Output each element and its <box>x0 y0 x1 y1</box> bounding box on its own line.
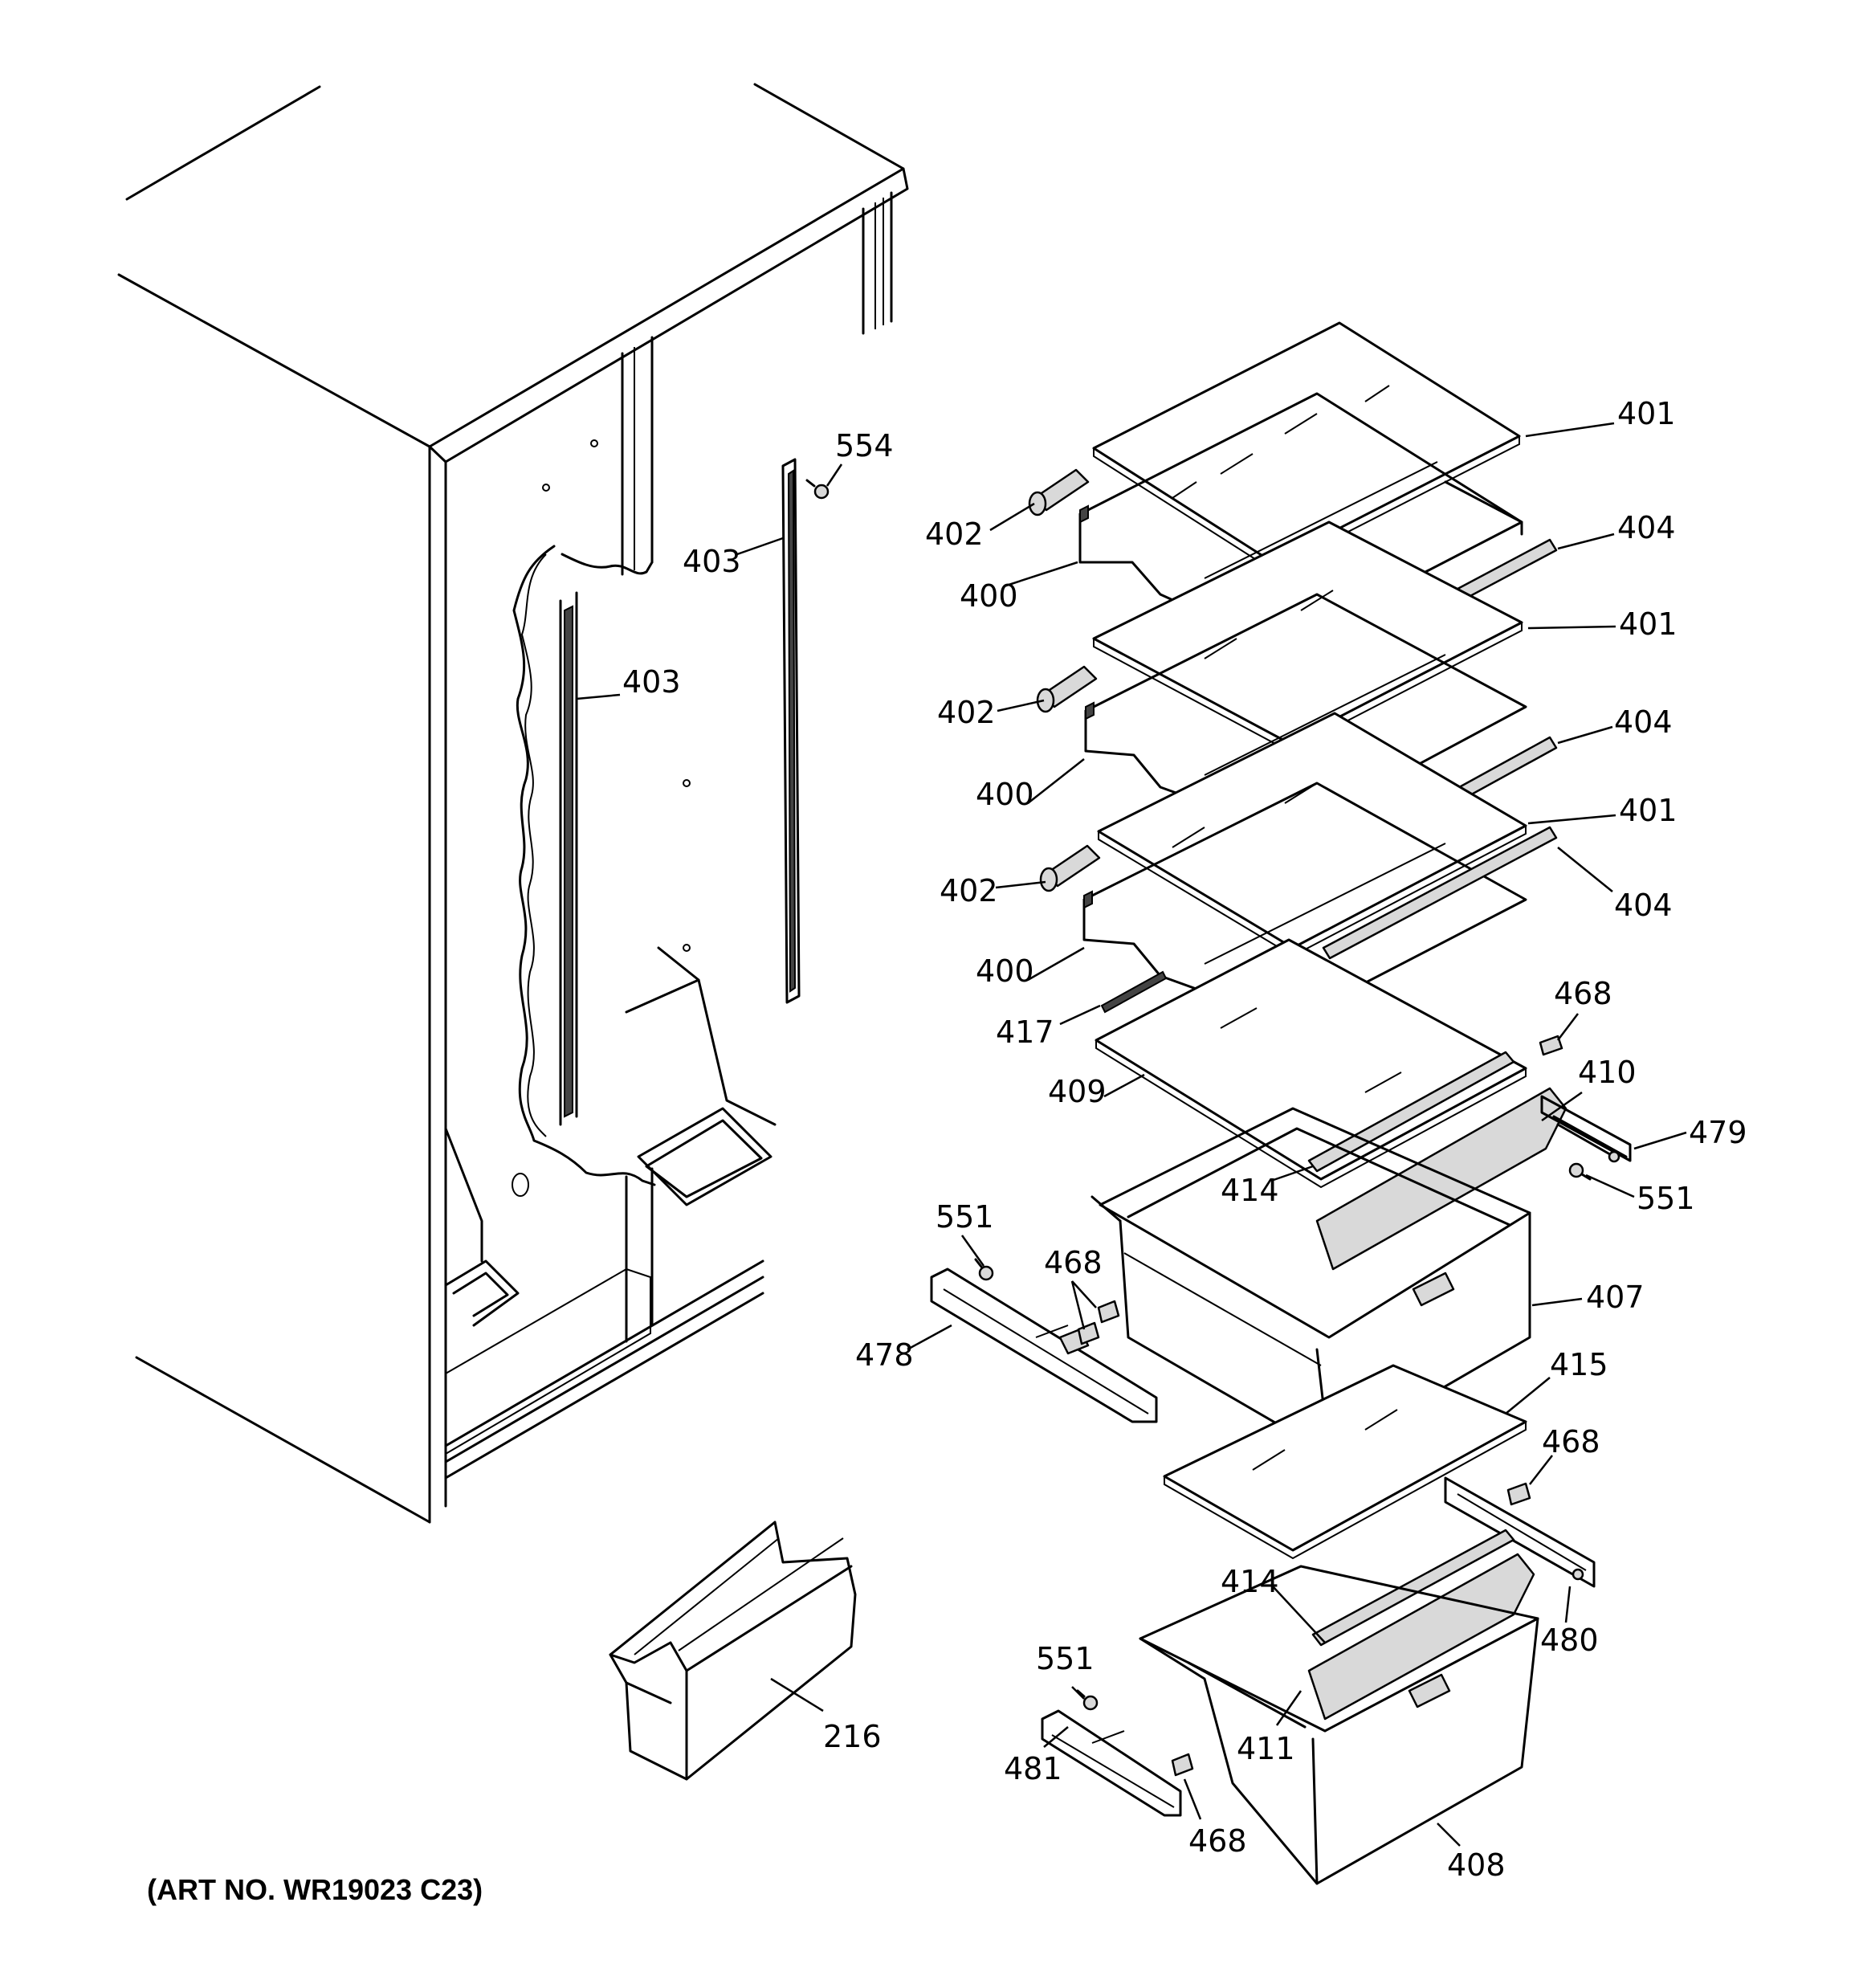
label-479: 479 <box>1689 1115 1747 1150</box>
label-468-lower-left: 468 <box>1188 1823 1247 1859</box>
label-400-bottom: 400 <box>976 953 1034 989</box>
crisper-rail-414-lower <box>1311 1529 1515 1647</box>
crisper-rail-414-upper <box>1307 1051 1515 1173</box>
drawer-slide-479 <box>1540 1095 1632 1163</box>
label-551-left: 551 <box>936 1199 994 1235</box>
screw-551-right <box>1568 1162 1592 1181</box>
shelf-rail-403 <box>781 458 801 1004</box>
door-bin-216 <box>609 1521 857 1781</box>
drawer-slide-480 <box>1444 1476 1596 1588</box>
refrigerator-cabinet <box>117 83 909 1524</box>
clip-468-lower-right <box>1506 1482 1531 1506</box>
shelf-support-402-middle <box>1036 665 1098 713</box>
crisper-cover-415 <box>1163 1364 1527 1560</box>
label-554: 554 <box>835 428 894 463</box>
clip-468-lower-left <box>1171 1753 1194 1777</box>
label-411: 411 <box>1237 1731 1295 1766</box>
label-400-middle: 400 <box>976 777 1034 812</box>
label-468-upper: 468 <box>1554 976 1612 1011</box>
label-408: 408 <box>1447 1847 1506 1883</box>
label-402-middle: 402 <box>937 695 996 730</box>
label-415: 415 <box>1550 1347 1608 1382</box>
glass-shelf-401-middle <box>1092 520 1523 753</box>
strip-417 <box>1100 970 1168 1014</box>
label-410: 410 <box>1578 1055 1637 1090</box>
screw-551-lower <box>1076 1689 1099 1711</box>
drawer-slide-481 <box>1041 1709 1182 1817</box>
label-551-right: 551 <box>1637 1181 1695 1216</box>
label-480: 480 <box>1540 1623 1599 1658</box>
label-404-bottom: 404 <box>1614 888 1673 923</box>
drawer-front-410 <box>1315 1087 1567 1271</box>
label-414-upper: 414 <box>1221 1173 1279 1208</box>
crisper-drawer-408 <box>1139 1565 1539 1885</box>
label-468-pair: 468 <box>1044 1245 1103 1280</box>
label-407: 407 <box>1586 1280 1645 1315</box>
label-468-lower-right: 468 <box>1542 1424 1600 1459</box>
drawer-slide-478 <box>930 1268 1158 1423</box>
label-404-middle: 404 <box>1614 704 1673 740</box>
label-401-middle: 401 <box>1619 606 1678 642</box>
label-414-lower: 414 <box>1221 1564 1279 1599</box>
clip-468-upper <box>1539 1035 1563 1056</box>
label-403-cabinet: 403 <box>622 664 681 700</box>
clip-468-pair <box>1077 1300 1120 1345</box>
art-number: (ART NO. WR19023 C23) <box>147 1873 483 1906</box>
label-401-bottom: 401 <box>1619 793 1678 828</box>
shelf-support-402-bottom <box>1039 844 1101 892</box>
screw-551-left <box>974 1258 994 1281</box>
label-402-top: 402 <box>925 516 984 552</box>
label-400-top: 400 <box>960 578 1018 614</box>
label-409: 409 <box>1048 1074 1107 1109</box>
leader-lines <box>576 422 1687 1847</box>
label-417: 417 <box>996 1014 1054 1050</box>
part-labels: 401 404 401 404 401 404 402 400 402 400 … <box>622 396 1747 1883</box>
label-551-lower: 551 <box>1036 1641 1095 1676</box>
label-216: 216 <box>823 1719 882 1754</box>
label-478: 478 <box>855 1337 914 1373</box>
label-401-top: 401 <box>1617 396 1676 431</box>
drawer-front-411 <box>1307 1553 1535 1721</box>
label-403-loose: 403 <box>683 544 741 579</box>
screw-554 <box>805 479 830 500</box>
shelf-support-402-top <box>1028 468 1090 516</box>
label-404-top: 404 <box>1617 510 1676 545</box>
label-402-bottom: 402 <box>940 873 998 908</box>
label-481: 481 <box>1004 1751 1062 1786</box>
shelf-trim-404-bottom <box>1322 826 1558 960</box>
glass-shelf-401-bottom <box>1097 712 1527 957</box>
